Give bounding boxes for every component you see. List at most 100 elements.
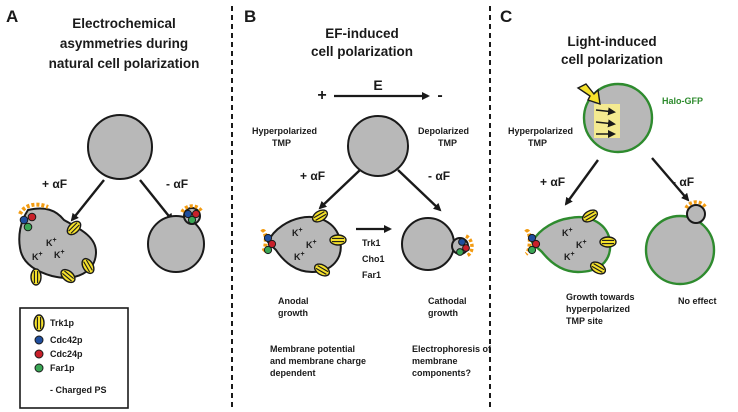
light-arrow [595, 119, 616, 128]
charged-ps-crescent [180, 204, 204, 213]
unpolarized-cell [87, 114, 153, 180]
unpolarized-cell [347, 115, 409, 177]
panel-b-label: B [244, 7, 256, 26]
arrow-plus-af [564, 159, 599, 206]
field-minus: - [437, 87, 442, 104]
hyperpolarized-label-1: Hyperpolarized [508, 126, 573, 136]
outcome-right: No effect [678, 296, 717, 306]
mechanism-left-3: dependent [270, 368, 316, 378]
unaffected-cell [644, 214, 716, 286]
k-ions: K+ K+ K+ [32, 237, 65, 262]
svg-text:K+: K+ [562, 227, 573, 238]
panel-a: A Electrochemical asymmetries during nat… [6, 7, 205, 286]
outcome-left-1: Growth towards [566, 292, 635, 302]
panel-a-label: A [6, 7, 18, 26]
cdc42p-dot [263, 233, 273, 243]
protein-far1: Far1 [362, 270, 381, 280]
svg-text:K+: K+ [294, 251, 305, 262]
shmoo-cell [18, 207, 98, 279]
panel-b-title-2: cell polarization [311, 44, 413, 59]
far1p-dot [527, 245, 537, 255]
trk1-channel [329, 234, 347, 246]
arrow-minus-af [139, 179, 174, 222]
protein-trk1: Trk1 [362, 238, 381, 248]
panel-b-title-1: EF-induced [325, 26, 399, 41]
svg-text:K+: K+ [576, 239, 587, 250]
cdc24p-dot [267, 239, 277, 249]
charged-ps-crescent [684, 200, 708, 209]
far1p-dot [456, 248, 464, 256]
cathodal-cell [401, 217, 455, 271]
legend-cdc42p-icon [34, 335, 44, 345]
far1p-dot [187, 215, 197, 225]
light-spot [594, 104, 620, 138]
cdc24p-dot [531, 239, 541, 249]
hyperpolarized-label-1: Hyperpolarized [252, 126, 317, 136]
anodal-cell [266, 216, 342, 274]
arrow-right-label: - αF [428, 169, 450, 183]
arrow-right-label: - αF [166, 177, 188, 191]
halo-gfp-label: Halo-GFP [662, 96, 703, 106]
arrow-left-label: + αF [540, 175, 565, 189]
svg-text:K+: K+ [564, 251, 575, 262]
cdc42p-dot [527, 233, 537, 243]
legend-label-charged-ps: - Charged PS [50, 385, 107, 395]
outcome-left-2: hyperpolarized [566, 304, 630, 314]
charged-ps-crescent [18, 202, 49, 216]
mechanism-right-2: membrane [412, 356, 458, 366]
mechanism-left-2: and membrane charge [270, 356, 366, 366]
protein-cho1: Cho1 [362, 254, 385, 264]
mechanism-right-3: components? [412, 368, 471, 378]
depolarized-label-2: TMP [438, 138, 457, 148]
light-source-arrow-icon [576, 83, 601, 106]
anodal-growth-1: Anodal [278, 296, 309, 306]
trk1-channel [599, 236, 617, 248]
hyperpolarized-label-2: TMP [528, 138, 547, 148]
panel-b: B EF-induced cell polarization + E - Hyp… [244, 7, 492, 378]
depolarized-label-1: Depolarized [418, 126, 469, 136]
panel-c-label: C [500, 7, 512, 26]
legend: Trk1p Cdc42p Cdc24p Far1p - Charged PS [19, 307, 129, 409]
mechanism-right-1: Electrophoresis of [412, 344, 492, 354]
panel-a-title-1: Electrochemical [72, 16, 176, 31]
legend-cdc24p-icon [34, 349, 44, 359]
svg-text:K+: K+ [292, 227, 303, 238]
cathodal-growth-2: growth [428, 308, 458, 318]
panel-c: C Light-induced cell polarization Halo-G… [500, 7, 717, 326]
cdc42p-dot [183, 209, 193, 219]
legend-trk1-icon [33, 314, 45, 332]
legend-label-far1p: Far1p [50, 363, 75, 373]
cdc24p-dot [191, 209, 201, 219]
mechanism-left-1: Membrane potential [270, 344, 355, 354]
hyperpolarized-label-2: TMP [272, 138, 291, 148]
legend-label-trk1p: Trk1p [50, 318, 75, 328]
cdc24p-dot [462, 244, 470, 252]
cathodal-growth-1: Cathodal [428, 296, 467, 306]
trk1-channel [30, 268, 42, 286]
k-ions: K+ K+ K+ [292, 227, 317, 262]
cdc42p-dot [458, 238, 466, 246]
arrow-left-label: + αF [42, 177, 67, 191]
arrow-minus-af [651, 157, 690, 202]
bud [686, 204, 706, 224]
svg-text:K+: K+ [54, 249, 65, 260]
far1p-dot [23, 222, 33, 232]
svg-text:K+: K+ [46, 237, 57, 248]
legend-far1p-icon [34, 363, 44, 373]
anodal-growth-2: growth [278, 308, 308, 318]
arrow-minus-af [397, 169, 442, 212]
cdc42p-dot [19, 215, 29, 225]
panel-a-title-2: asymmetries during [60, 36, 188, 51]
outcome-left-3: TMP site [566, 316, 603, 326]
field-plus: + [317, 87, 326, 104]
k-ions: K+ K+ K+ [562, 227, 587, 262]
svg-text:K+: K+ [32, 251, 43, 262]
panel-a-title-3: natural cell polarization [49, 56, 200, 71]
budding-cell [147, 215, 205, 273]
arrow-right-label: - αF [672, 175, 694, 189]
panel-c-title-1: Light-induced [567, 34, 656, 49]
arrow-plus-af [318, 169, 361, 210]
far1p-dot [263, 245, 273, 255]
legend-label-cdc42p: Cdc42p [50, 335, 83, 345]
